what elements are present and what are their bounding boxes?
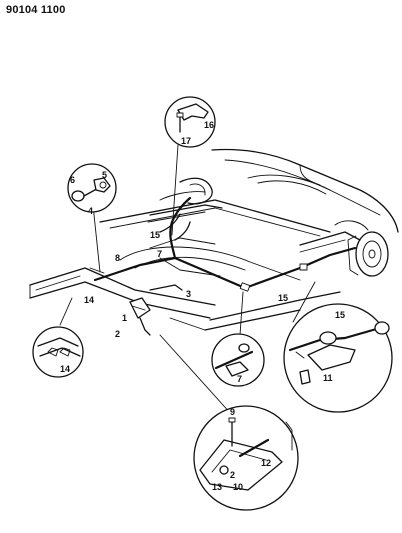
callout-5: 5 — [102, 170, 107, 180]
callout-11: 11 — [323, 373, 333, 383]
detail-circle-top — [164, 96, 216, 148]
leader-lines — [59, 144, 316, 416]
callout-1: 1 — [122, 313, 127, 323]
callout-7-lower: 7 — [237, 374, 242, 384]
callout-7-upper: 7 — [157, 249, 162, 259]
callout-10: 10 — [233, 482, 243, 492]
callout-15-upper: 15 — [150, 230, 160, 240]
brake-cables — [93, 196, 357, 336]
callout-16: 16 — [204, 120, 214, 130]
callout-3: 3 — [186, 289, 191, 299]
detail-circle-equalizer — [283, 303, 393, 413]
callout-2-upper: 2 — [115, 329, 120, 339]
callout-17: 17 — [181, 136, 191, 146]
detail-circle-sill-clip — [32, 326, 84, 378]
callout-9: 9 — [230, 407, 235, 417]
callout-2-lower: 2 — [230, 470, 235, 480]
callout-8: 8 — [115, 253, 120, 263]
callout-14-lower: 14 — [60, 364, 70, 374]
vehicle-body — [29, 148, 399, 331]
callout-15-mid: 15 — [278, 293, 288, 303]
callout-15-right: 15 — [335, 310, 345, 320]
callout-6: 6 — [70, 175, 75, 185]
callout-4: 4 — [88, 206, 93, 216]
callout-12: 12 — [261, 458, 271, 468]
callout-labels: 16 17 6 5 4 15 7 8 3 15 1 2 14 14 15 11 … — [60, 120, 345, 492]
callout-14-upper: 14 — [84, 295, 94, 305]
detail-circle-fastener — [67, 163, 117, 213]
detail-circle-lever-mount — [193, 405, 299, 511]
detail-circle-cable-clip — [211, 333, 265, 387]
diagram-code: 90104 1100 — [6, 4, 66, 16]
callout-13: 13 — [212, 482, 222, 492]
